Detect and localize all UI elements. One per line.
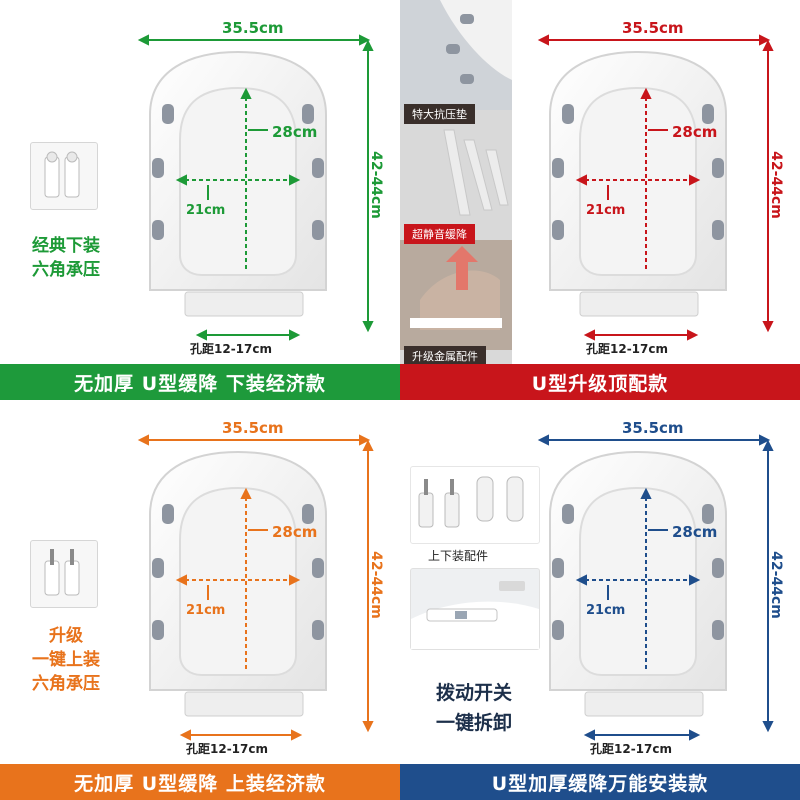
- model-banner: 无加厚 U型缓降 上装经济款: [0, 764, 400, 800]
- pressure-pad-tag: 特大抗压垫: [404, 104, 475, 124]
- side-feature-line3: 六角承压: [32, 674, 100, 694]
- inner-width-label: 21cm: [586, 603, 626, 618]
- fittings-caption: 上下装配件: [428, 549, 489, 563]
- hole-distance-label: 孔距12-17cm: [186, 742, 268, 756]
- hole-distance-label: 孔距12-17cm: [590, 742, 672, 756]
- quick-release-line2: 一键拆卸: [435, 712, 512, 734]
- width-label: 35.5cm: [622, 19, 684, 37]
- inner-height-label: 28cm: [672, 523, 718, 541]
- width-label: 35.5cm: [222, 19, 284, 37]
- inner-width-label: 21cm: [186, 603, 226, 618]
- toilet-seat-image: [537, 434, 774, 741]
- top-fitting-thumbnail: [30, 540, 98, 608]
- height-label: 42-44cm: [367, 551, 384, 619]
- side-feature-line2: 一键上装: [32, 650, 100, 670]
- toilet-seat-image: [137, 34, 374, 341]
- toilet-seat-image: [137, 434, 374, 741]
- quick-release-text: 拨动开关 一键拆卸: [420, 678, 528, 738]
- height-label: 42-44cm: [767, 151, 784, 219]
- side-feature-text: 升级 一键上装 六角承压: [14, 624, 118, 696]
- side-feature-line2: 六角承压: [32, 260, 100, 280]
- hole-distance-label: 孔距12-17cm: [190, 342, 272, 356]
- side-feature-text: 经典下装 六角承压: [18, 234, 114, 282]
- inner-height-label: 28cm: [272, 123, 318, 141]
- hole-distance-label: 孔距12-17cm: [586, 342, 668, 356]
- inner-height-label: 28cm: [272, 523, 318, 541]
- width-label: 35.5cm: [222, 419, 284, 437]
- side-feature-line1: 经典下装: [32, 236, 100, 256]
- inner-width-label: 21cm: [186, 203, 226, 218]
- panel-universal: 上下装配件 拨动开关 一键拆卸 35.5cm 42-44cm 28cm 21cm…: [400, 400, 800, 800]
- bottom-fitting-thumbnail: [30, 142, 98, 210]
- fittings-photo: [410, 466, 540, 544]
- inner-height-label: 28cm: [672, 123, 718, 141]
- inner-width-label: 21cm: [586, 203, 626, 218]
- model-banner: U型加厚缓降万能安装款: [400, 764, 800, 800]
- height-label: 42-44cm: [767, 551, 784, 619]
- width-label: 35.5cm: [622, 419, 684, 437]
- model-banner: 无加厚 U型缓降 下装经济款: [0, 364, 400, 400]
- panel-classic: 35.5cm 42-44cm 28cm 21cm 孔距12-17cm 经典下装 …: [0, 0, 400, 400]
- panel-top-mount: 35.5cm 42-44cm 28cm 21cm 孔距12-17cm 升级 一键…: [0, 400, 400, 800]
- model-banner: U型升级顶配款: [400, 364, 800, 400]
- toilet-seat-image: [400, 0, 774, 364]
- height-label: 42-44cm: [367, 151, 384, 219]
- quick-release-photo: [410, 568, 540, 650]
- panel-upgrade: 特大抗压垫 超静音缓降 升级金属配件 35.5cm 42-44cm 28cm 2…: [400, 0, 800, 400]
- quick-release-line1: 拨动开关: [435, 682, 512, 704]
- silent-descent-tag: 超静音缓降: [404, 224, 475, 244]
- metal-fitting-tag: 升级金属配件: [404, 346, 486, 366]
- side-feature-line1: 升级: [49, 626, 83, 646]
